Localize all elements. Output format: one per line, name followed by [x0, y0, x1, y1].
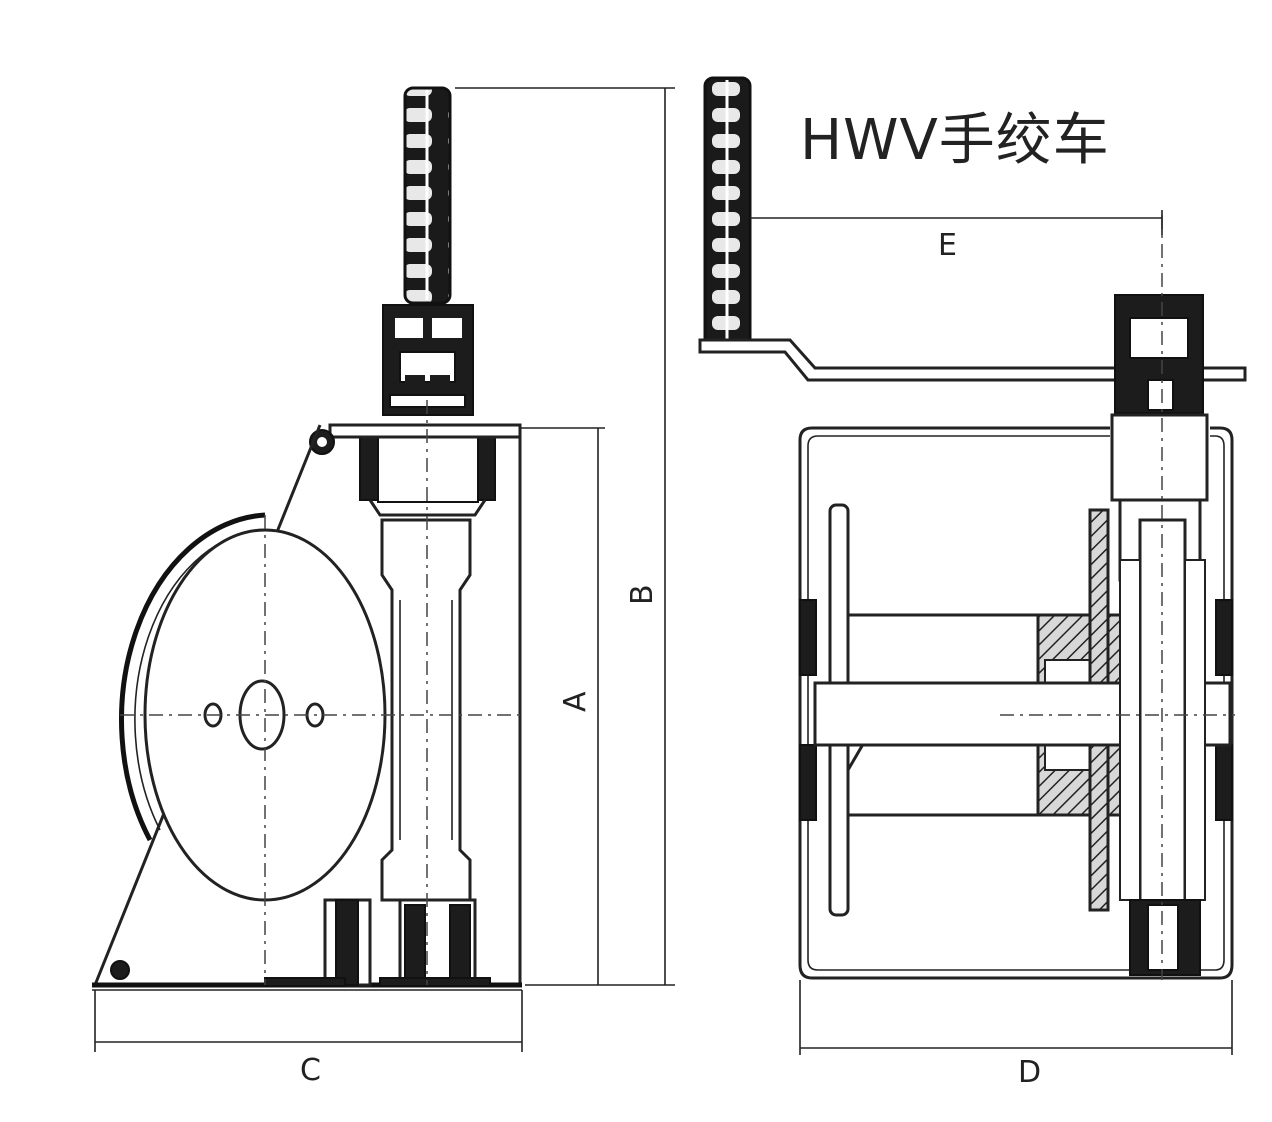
dimension-d-label: D [1018, 1055, 1041, 1090]
dimension-b-label: B [625, 584, 660, 605]
front-crank-arm [698, 338, 1247, 382]
dimension-a-label: A [558, 691, 593, 712]
side-top-bracket [309, 423, 522, 517]
side-view [92, 86, 525, 991]
dimension-e: E [750, 210, 1163, 263]
dimension-e-label: E [938, 228, 957, 263]
drawing-title: HWV手绞车 [800, 108, 1110, 173]
dimension-c-label: C [300, 1053, 321, 1088]
side-base [264, 898, 491, 987]
side-gearbox [382, 304, 474, 416]
front-frame [798, 426, 1234, 980]
side-column [380, 518, 472, 902]
dimension-a: A [520, 427, 605, 985]
front-view [698, 76, 1247, 980]
side-drum-flange [119, 512, 387, 902]
side-handle-grip [403, 86, 452, 305]
dimension-c: C [94, 990, 523, 1088]
dimension-d: D [799, 980, 1233, 1090]
front-handle-grip [703, 76, 752, 350]
dimension-b: B [455, 87, 675, 986]
